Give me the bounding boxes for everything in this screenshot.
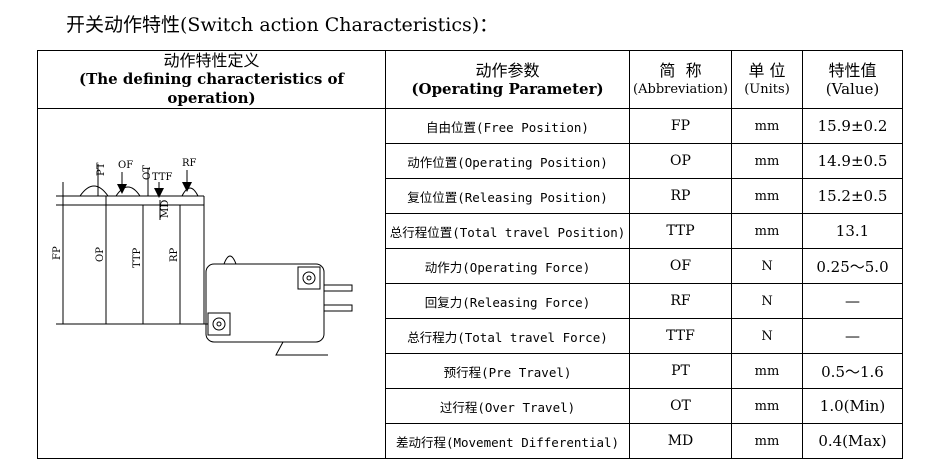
label-ttp: TTP [132, 247, 143, 268]
param-total-travel-force: 总行程力(Total travel Force) [385, 318, 630, 354]
label-ttf: TTF [152, 172, 173, 183]
header-units: 单 位 (Units) [731, 50, 803, 109]
param-operating-position: 动作位置(Operating Position) [385, 143, 630, 179]
param-operating-force: 动作力(Operating Force) [385, 248, 630, 284]
switch-characteristics-table: 动作特性定义 (The defining characteristics of … [37, 50, 903, 459]
param-total-travel-position: 总行程位置(Total travel Position) [385, 213, 630, 249]
table-row: 总行程位置(Total travel Position) TTP mm 13.1 [38, 213, 903, 249]
table-row: 预行程(Pre Travel) PT mm 0.5～1.6 [38, 353, 903, 389]
param-pre-travel: 预行程(Pre Travel) [385, 353, 630, 389]
header-abbreviation: 简 称 (Abbreviation) [629, 50, 732, 109]
label-ot: OT [142, 164, 153, 179]
table-row: 差动行程(Movement Differential) MD mm 0.4(Ma… [38, 423, 903, 459]
table-row: 过行程(Over Travel) OT mm 1.0(Min) [38, 388, 903, 424]
switch-diagram: OF TTF RF PT OT MD FP OP TTP RP [52, 158, 353, 355]
table-row: 总行程力(Total travel Force) TTF N — [38, 318, 903, 354]
label-rf: RF [182, 158, 197, 169]
switch-diagram-cell: OF TTF RF PT OT MD FP OP TTP RP [37, 108, 386, 459]
label-op: OP [95, 246, 106, 261]
param-releasing-position: 复位位置(Releasing Position) [385, 178, 630, 214]
param-releasing-force: 回复力(Releasing Force) [385, 283, 630, 319]
header-value: 特性值 (Value) [802, 50, 903, 109]
table-row: OF TTF RF PT OT MD FP OP TTP RP 自由位置(Fre… [37, 108, 903, 459]
label-rp: RP [169, 247, 180, 262]
label-of: OF [118, 160, 133, 171]
table-row: 回复力(Releasing Force) RF N — [38, 283, 903, 319]
param-over-travel: 过行程(Over Travel) [385, 388, 630, 424]
label-md: MD [160, 199, 171, 217]
param-free-position: 自由位置(Free Position) [385, 108, 630, 144]
param-movement-differential: 差动行程(Movement Differential) [385, 423, 630, 459]
header-definition: 动作特性定义 (The defining characteristics of … [37, 50, 386, 109]
label-pt: PT [96, 162, 107, 176]
header-parameter: 动作参数 (Operating Parameter) [385, 50, 630, 109]
page-title: 开关动作特性(Switch action Characteristics)： [66, 14, 499, 36]
header-row: 动作特性定义 (The defining characteristics of … [37, 50, 903, 109]
label-fp: FP [52, 246, 63, 260]
